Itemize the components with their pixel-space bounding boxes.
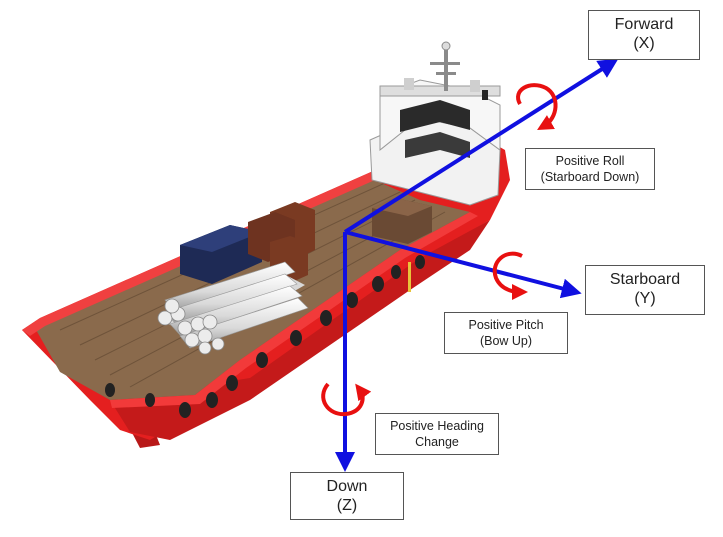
forward-axis-label: Forward (X) — [588, 10, 700, 60]
down-axis-label: Down (Z) — [290, 472, 404, 520]
pitch-rotation-label: Positive Pitch (Bow Up) — [444, 312, 568, 354]
heading-label-line2: Change — [415, 435, 459, 449]
heading-rotation-label: Positive Heading Change — [375, 413, 499, 455]
roll-label-line1: Positive Roll — [555, 154, 625, 168]
fenders — [105, 255, 425, 418]
rotation-arrows — [321, 83, 558, 417]
coordinate-axes — [335, 58, 619, 472]
heading-label-line1: Positive Heading — [390, 419, 484, 433]
down-axis-letter: (Z) — [336, 497, 358, 514]
roll-label-line2: (Starboard Down) — [540, 170, 640, 184]
pitch-rotation-arrow — [492, 251, 528, 300]
ship-illustration — [22, 41, 510, 448]
roll-rotation-label: Positive Roll (Starboard Down) — [525, 148, 655, 190]
roll-rotation-arrow — [516, 83, 558, 130]
down-axis-name: Down — [326, 478, 368, 495]
forward-axis-letter: (X) — [633, 35, 655, 52]
starboard-axis-label: Starboard (Y) — [585, 265, 705, 315]
pitch-label-line2: (Bow Up) — [479, 334, 533, 348]
forward-axis-arrow — [343, 58, 619, 234]
heading-rotation-arrow — [321, 382, 372, 417]
deck-cargo — [180, 198, 432, 284]
pipe-stack — [157, 261, 309, 355]
starboard-axis-name: Starboard — [609, 271, 681, 288]
pitch-label-line1: Positive Pitch — [468, 318, 544, 332]
superstructure — [369, 41, 501, 206]
starboard-axis-letter: (Y) — [634, 290, 656, 307]
forward-axis-name: Forward — [614, 16, 674, 33]
starboard-axis-arrow — [344, 230, 582, 299]
